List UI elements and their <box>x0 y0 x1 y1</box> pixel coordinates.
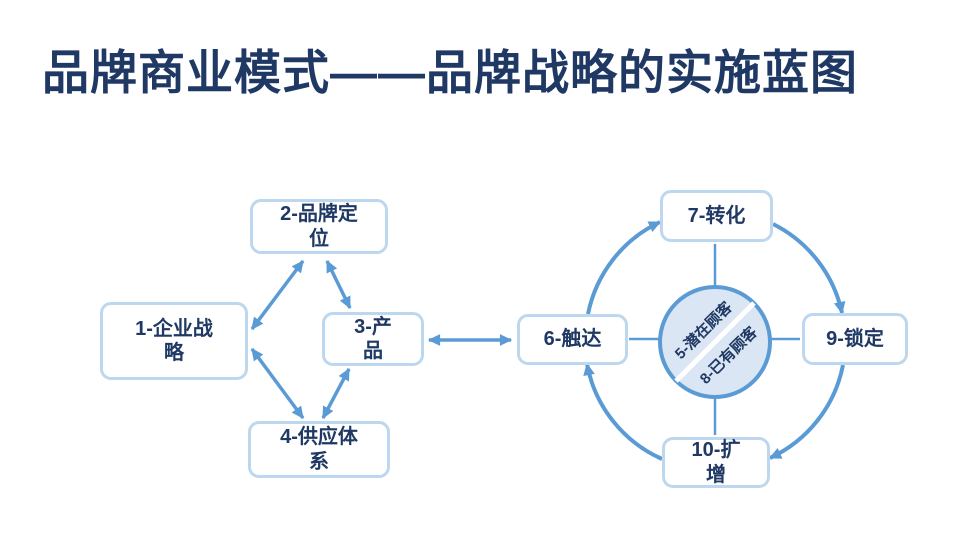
brand-positioning-label: 2-品牌定 位 <box>280 203 358 250</box>
lockin-label: 9-锁定 <box>826 327 884 350</box>
cycle-node-conversion: 7-转化 <box>660 190 773 242</box>
cycle-node-expansion: 10-扩 增 <box>662 437 770 488</box>
cycle-node-lockin: 9-锁定 <box>802 313 908 365</box>
arc-reach-to-conversion <box>586 220 662 315</box>
arrow-strategy-positioning <box>250 259 305 331</box>
arc-conversion-to-lockin <box>772 222 846 315</box>
page-title: 品牌商业模式——品牌战略的实施蓝图 <box>42 46 858 99</box>
expansion-label: 10-扩 增 <box>691 439 741 486</box>
arrow-supply-product <box>321 367 351 420</box>
conversion-label: 7-转化 <box>687 204 746 227</box>
reach-label: 6-触达 <box>543 328 602 351</box>
product-label: 3-产 品 <box>354 315 392 362</box>
diamond-node-brand-positioning: 2-品牌定 位 <box>250 199 388 254</box>
arc-expansion-to-reach <box>583 362 663 461</box>
enterprise-strategy-label: 1-企业战 略 <box>135 317 213 364</box>
diamond-node-supply-system: 4-供应体 系 <box>248 421 390 478</box>
arc-lockin-to-expansion <box>768 364 845 460</box>
diamond-node-enterprise-strategy: 1-企业战 略 <box>100 302 248 380</box>
arrow-positioning-product <box>325 259 352 310</box>
supply-system-label: 4-供应体 系 <box>280 426 358 473</box>
hub-divider-line <box>674 301 756 383</box>
arrow-strategy-supply <box>250 347 305 420</box>
cycle-node-reach: 6-触达 <box>517 314 628 365</box>
diamond-node-product: 3-产 品 <box>322 312 424 366</box>
